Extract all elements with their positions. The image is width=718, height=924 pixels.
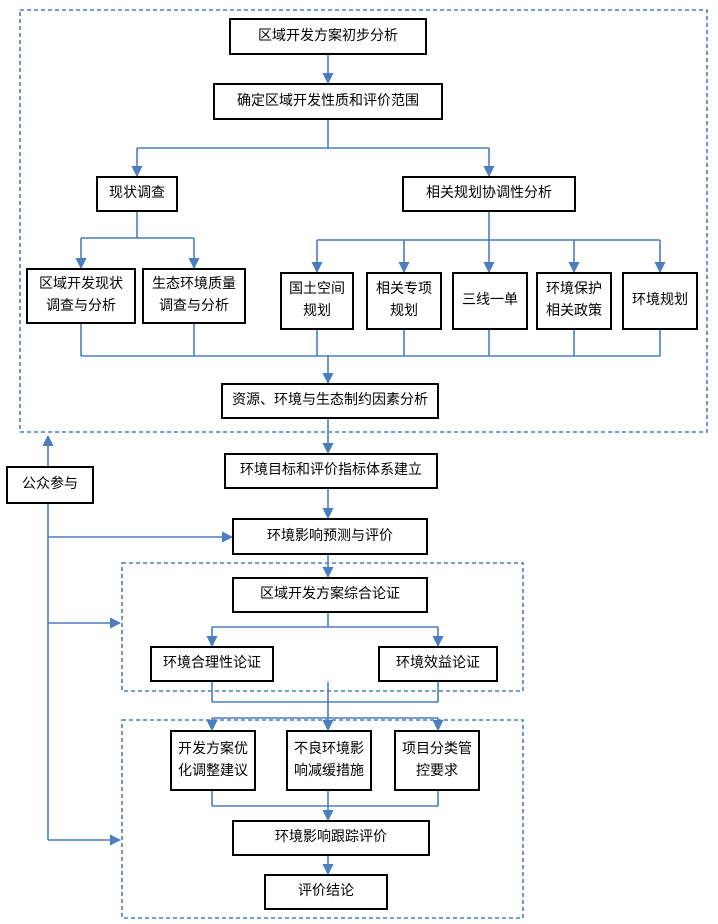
node-development-status: 区域开发现状 调查与分析: [26, 268, 136, 324]
node-tracking-evaluation: 环境影响跟踪评价: [232, 820, 430, 856]
node-indicator-system: 环境目标和评价指标体系建立: [224, 453, 438, 489]
node-three-lines-one-list: 三线一单: [452, 272, 528, 330]
node-mitigation-measures: 不良环境影 响减缓措施: [286, 730, 372, 791]
node-public-participation: 公众参与: [6, 466, 94, 504]
node-initial-analysis: 区域开发方案初步分析: [229, 18, 427, 55]
node-eco-quality: 生态环境质量 调查与分析: [142, 268, 246, 324]
node-constraint-analysis: 资源、环境与生态制约因素分析: [221, 383, 439, 419]
node-eco-quality-label: 生态环境质量 调查与分析: [152, 276, 236, 314]
node-land-space-plan-label: 国土空间 规划: [289, 281, 345, 319]
dashed-region-measures: [121, 719, 524, 919]
node-env-rationality: 环境合理性论证: [150, 646, 274, 682]
node-constraint-analysis-label: 资源、环境与生态制约因素分析: [232, 392, 428, 409]
node-classified-control-label: 项目分类管 控要求: [402, 740, 472, 779]
node-public-participation-label: 公众参与: [22, 476, 78, 493]
node-special-plan: 相关专项 规划: [366, 272, 442, 330]
node-tracking-evaluation-label: 环境影响跟踪评价: [275, 829, 387, 846]
node-initial-analysis-label: 区域开发方案初步分析: [258, 27, 398, 44]
node-env-policies: 环境保护 相关政策: [536, 272, 612, 330]
dashed-region-argumentation: [121, 562, 524, 692]
node-comprehensive-argumentation-label: 区域开发方案综合论证: [260, 586, 400, 603]
node-special-plan-label: 相关专项 规划: [376, 281, 432, 319]
node-plan-coordination: 相关规划协调性分析: [402, 176, 576, 212]
node-env-policies-label: 环境保护 相关政策: [546, 281, 602, 319]
node-env-benefit: 环境效益论证: [378, 646, 498, 682]
node-indicator-system-label: 环境目标和评价指标体系建立: [240, 462, 422, 479]
node-land-space-plan: 国土空间 规划: [280, 272, 354, 330]
node-three-lines-one-list-label: 三线一单: [462, 292, 518, 309]
node-impact-prediction-label: 环境影响预测与评价: [267, 527, 393, 544]
node-plan-coordination-label: 相关规划协调性分析: [426, 185, 552, 202]
node-current-survey-label: 现状调查: [109, 185, 165, 202]
dashed-region-analysis: [19, 9, 708, 433]
node-optimization-suggestion: 开发方案优 化调整建议: [170, 730, 256, 791]
node-nature-scope: 确定区域开发性质和评价范围: [213, 83, 443, 120]
node-impact-prediction: 环境影响预测与评价: [232, 518, 428, 555]
node-mitigation-measures-label: 不良环境影 响减缓措施: [294, 740, 364, 779]
node-classified-control: 项目分类管 控要求: [394, 730, 480, 791]
node-optimization-suggestion-label: 开发方案优 化调整建议: [178, 740, 248, 779]
node-env-plan-label: 环境规划: [632, 292, 688, 309]
node-env-plan: 环境规划: [622, 272, 698, 330]
node-evaluation-conclusion-label: 评价结论: [298, 883, 354, 900]
node-evaluation-conclusion: 评价结论: [264, 874, 388, 910]
node-nature-scope-label: 确定区域开发性质和评价范围: [237, 92, 419, 109]
node-current-survey: 现状调查: [96, 176, 178, 212]
node-comprehensive-argumentation: 区域开发方案综合论证: [232, 577, 428, 613]
node-development-status-label: 区域开发现状 调查与分析: [39, 276, 123, 314]
node-env-benefit-label: 环境效益论证: [396, 655, 480, 672]
node-env-rationality-label: 环境合理性论证: [163, 655, 261, 672]
